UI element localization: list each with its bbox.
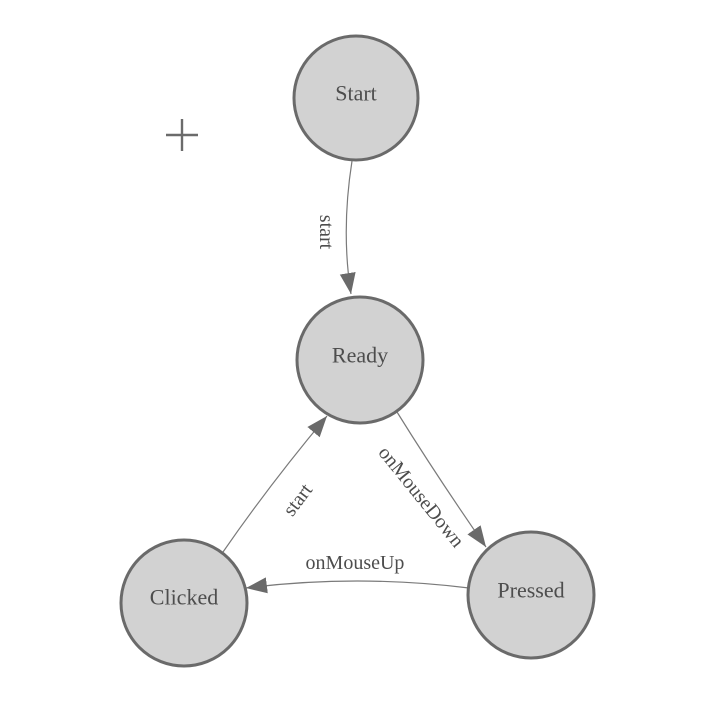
edge-label-start-to-ready: start — [315, 215, 337, 250]
node-start-label: Start — [335, 81, 377, 106]
edge-label-clicked-to-ready: start — [279, 479, 318, 520]
edge-start-to-ready[interactable]: start — [315, 160, 356, 295]
node-ready-shape[interactable] — [295, 295, 425, 425]
node-clicked-shape[interactable] — [119, 538, 249, 668]
node-clicked-label: Clicked — [150, 585, 218, 610]
edge-pressed-to-clicked[interactable]: onMouseUp — [245, 552, 470, 594]
edge-label-ready-to-pressed: onMouseDown — [374, 442, 469, 552]
node-pressed[interactable]: Pressed — [466, 530, 596, 660]
edge-line-ready-to-pressed[interactable] — [396, 411, 487, 548]
node-ready-label: Ready — [332, 343, 388, 368]
edge-line-clicked-to-ready[interactable] — [222, 415, 328, 553]
crosshair-cursor-icon — [166, 119, 198, 151]
node-pressed-label: Pressed — [497, 578, 564, 603]
node-pressed-shape[interactable] — [466, 530, 596, 660]
node-start[interactable]: Start — [292, 34, 420, 162]
edge-ready-to-pressed[interactable]: onMouseDown — [374, 411, 487, 552]
node-clicked[interactable]: Clicked — [119, 538, 249, 668]
node-start-shape[interactable] — [292, 34, 420, 162]
edge-line-start-to-ready[interactable] — [339, 160, 356, 295]
node-ready[interactable]: Ready — [295, 295, 425, 425]
edge-line-pressed-to-clicked[interactable] — [245, 577, 470, 594]
edge-label-pressed-to-clicked: onMouseUp — [306, 552, 405, 574]
edge-clicked-to-ready[interactable]: start — [222, 415, 328, 553]
